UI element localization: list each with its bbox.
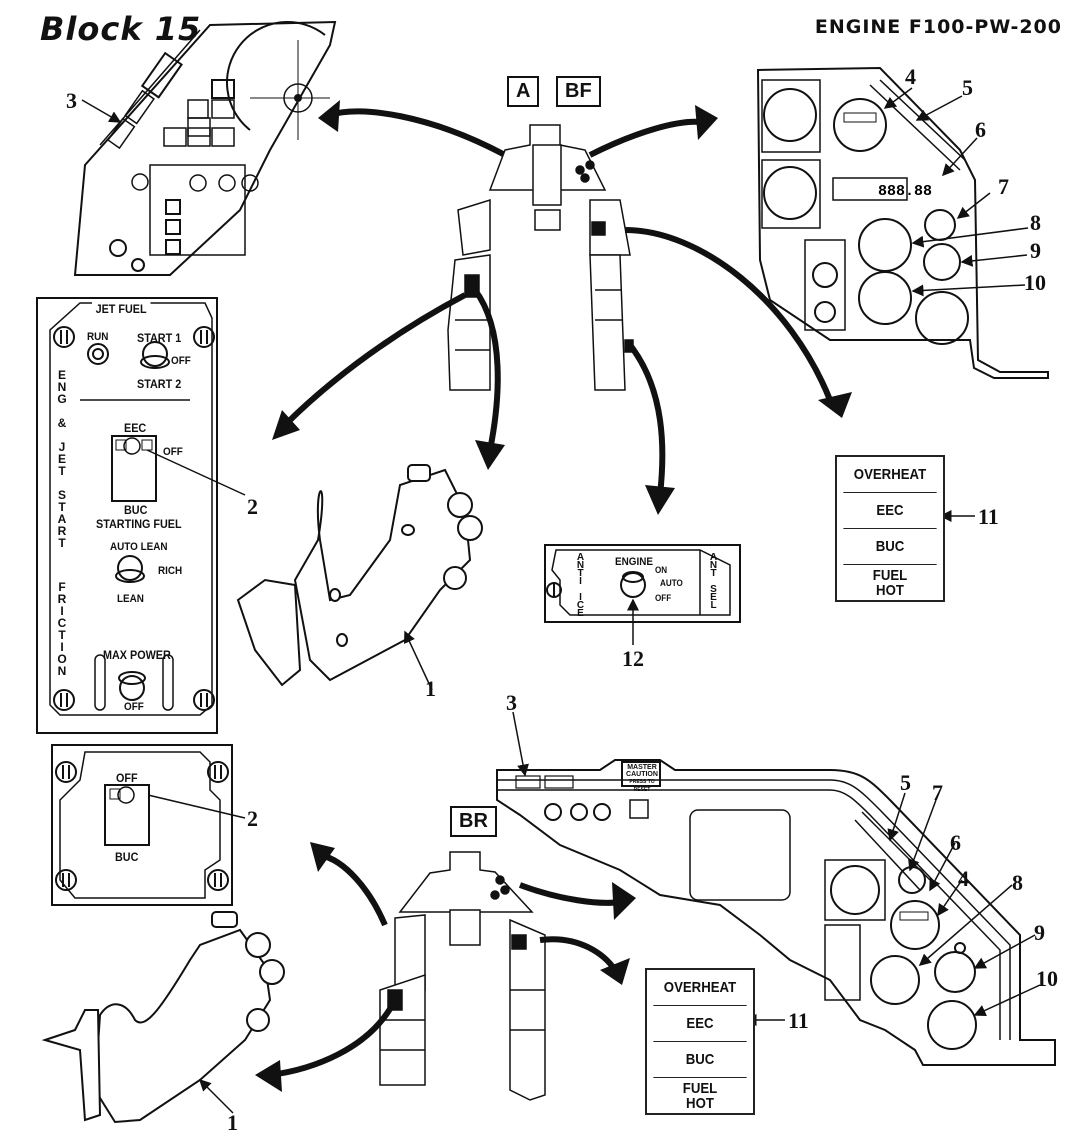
callout-1: 1 (227, 1110, 238, 1135)
caution-buc: BUC (843, 529, 937, 565)
callout-6: 6 (950, 830, 961, 855)
callout-6: 6 (975, 117, 986, 142)
anti-ice-auto-label: AUTO (660, 578, 683, 588)
anti-ice-text: ANTI ICE (575, 552, 586, 616)
caution-eec: EEC (843, 493, 937, 529)
callout-11: 11 (978, 504, 999, 529)
cockpit-overview-top (447, 124, 634, 391)
caution-overheat: OVERHEAT (653, 970, 747, 1006)
caution-fuel-hot: FUEL HOT (682, 1079, 718, 1112)
callout-leader-2 (146, 449, 246, 496)
lean-label: LEAN (117, 593, 144, 605)
callout-leader-2 (147, 794, 246, 819)
config-label-br: BR (450, 806, 497, 837)
pointer-arrow (627, 343, 666, 496)
run-label: RUN (87, 331, 109, 343)
ant-sel-text: ANT SEL (708, 552, 719, 608)
pointer-arrow (518, 882, 621, 906)
caution-light-table-bottom: OVERHEAT EEC BUC FUEL HOT (645, 968, 755, 1115)
pointer-arrow (472, 288, 501, 451)
eec-off-label: OFF (163, 446, 183, 458)
callout-9: 9 (1030, 238, 1041, 263)
callout-2: 2 (247, 494, 258, 519)
caution-light-table-top: OVERHEAT EEC BUC FUEL HOT (835, 455, 945, 602)
anti-ice-on-label: ON (655, 565, 668, 575)
pointer-arrow (329, 108, 507, 158)
lower-master-caution-label: MASTER CAUTION PRESS TO RESET (626, 764, 658, 794)
max-power-label: MAX POWER (103, 648, 171, 662)
start1-label: START 1 (137, 331, 182, 345)
callout-8: 8 (1030, 210, 1041, 235)
callout-leader-3 (81, 99, 122, 123)
rich-label: RICH (158, 565, 183, 577)
callout-3: 3 (506, 690, 517, 715)
upper-right-instrument-panel (756, 66, 1049, 379)
callout-7: 7 (932, 780, 943, 805)
caution-overheat: OVERHEAT (843, 457, 937, 493)
block-title: Block 15 (40, 10, 202, 48)
engine-title: ENGINE F100-PW-200 (814, 16, 1062, 38)
config-label-a: A (507, 76, 540, 107)
config-label-bf: BF (556, 76, 601, 107)
fuel-flow-readout: 888.88 (878, 183, 932, 200)
callout-1: 1 (425, 676, 436, 701)
master-caution-sub-text: PRESS TO RESET (629, 779, 655, 793)
callout-4: 4 (905, 64, 916, 89)
callout-5: 5 (962, 75, 973, 100)
lower-right-instrument-panel (496, 759, 1056, 1066)
pointer-arrow (269, 998, 398, 1078)
cockpit-overview-bottom (379, 851, 546, 1101)
jet-fuel-header: JET FUEL (92, 302, 151, 316)
anti-ice-label: ANTI ICE (573, 552, 586, 616)
callout-9: 9 (1034, 920, 1045, 945)
buc-panel-label: BUC (115, 850, 139, 864)
pointer-arrow (319, 852, 388, 927)
buc-off-label: OFF (116, 771, 138, 785)
jfs-off-label: OFF (171, 355, 191, 367)
throttle-grip-upper (236, 464, 483, 687)
side-title: ENG & JET START (55, 368, 69, 548)
eec-label: EEC (124, 421, 147, 435)
eng-jet-start-panel (36, 297, 218, 734)
callout-12: 12 (622, 646, 644, 671)
pointer-arrow (624, 227, 833, 402)
callout-7: 7 (998, 174, 1009, 199)
anti-ice-panel (544, 544, 741, 623)
pointer-arrow (282, 292, 467, 428)
callout-5: 5 (900, 770, 911, 795)
max-power-off-label: OFF (124, 701, 144, 713)
caution-buc: BUC (653, 1042, 747, 1078)
callout-leader-1 (403, 630, 433, 691)
engine-label: ENGINE (615, 556, 653, 568)
callout-8: 8 (1012, 870, 1023, 895)
callout-10: 10 (1024, 270, 1046, 295)
buc-label: BUC (124, 503, 148, 517)
pointer-arrow (539, 936, 618, 972)
throttle-grip-lower (41, 911, 285, 1124)
callout-4: 4 (958, 866, 969, 891)
caution-fuel-hot: FUEL HOT (872, 566, 908, 599)
side-title-text: ENG & JET START (55, 368, 69, 548)
friction-text: FRICTION (55, 580, 69, 676)
callout-2: 2 (247, 806, 258, 831)
anti-ice-off-label: OFF (655, 593, 672, 603)
upper-left-eyebrow-panel (73, 20, 337, 276)
start2-label: START 2 (137, 377, 182, 391)
friction-label: FRICTION (55, 580, 69, 676)
ant-sel-label: ANT SEL (706, 552, 719, 608)
master-caution-text: MASTER CAUTION (626, 764, 658, 778)
callout-3: 3 (66, 88, 77, 113)
starting-fuel-label: STARTING FUEL (96, 517, 182, 531)
auto-lean-label: AUTO LEAN (110, 541, 168, 553)
caution-eec: EEC (653, 1006, 747, 1042)
callout-leader-1 (198, 1078, 234, 1114)
pointer-arrow (588, 118, 701, 158)
callout-10: 10 (1036, 966, 1058, 991)
buc-panel (51, 744, 233, 906)
callout-11: 11 (788, 1008, 809, 1033)
